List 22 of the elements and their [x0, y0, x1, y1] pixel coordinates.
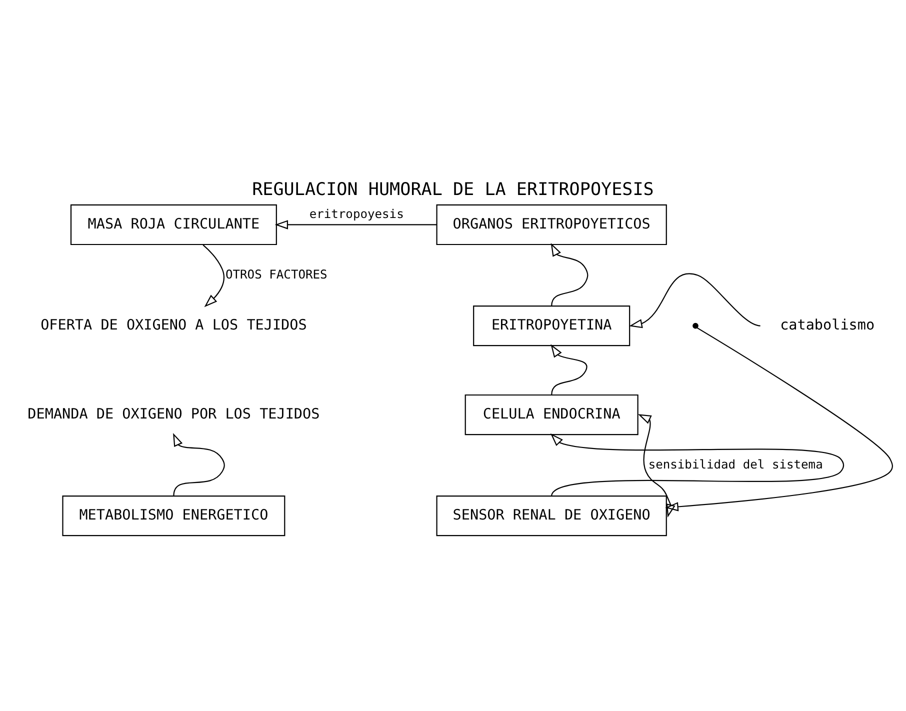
node-box: MASA ROJA CIRCULANTE — [70, 204, 277, 245]
arrow — [550, 344, 588, 395]
edge-label: OTROS FACTORES — [226, 266, 328, 281]
arrow — [665, 326, 893, 517]
node-box: ORGANOS ERITROPOYETICOS — [436, 204, 667, 245]
arrow — [550, 432, 844, 496]
edge-label: sensibilidad del sistema — [648, 456, 823, 471]
diagram-title: REGULACION HUMORAL DE LA ERITROPOYESIS — [252, 179, 654, 200]
node-box: CELULA ENDOCRINA — [464, 394, 638, 435]
arrow — [638, 414, 679, 517]
arrow — [173, 432, 225, 496]
node-text: DEMANDA DE OXIGENO POR LOS TEJIDOS — [28, 406, 320, 422]
arrow — [550, 242, 588, 306]
node-box: ERITROPOYETINA — [473, 304, 630, 346]
node-box: SENSOR RENAL DE OXIGENO — [436, 495, 667, 536]
edge-label: eritropoyesis — [309, 206, 404, 220]
arrow — [629, 272, 760, 328]
node-box: METABOLISMO ENERGETICO — [62, 495, 286, 536]
node-text: catabolismo — [780, 317, 875, 334]
arrow — [202, 244, 224, 307]
arrow — [274, 220, 437, 229]
node-text: OFERTA DE OXIGENO A LOS TEJIDOS — [40, 317, 307, 334]
